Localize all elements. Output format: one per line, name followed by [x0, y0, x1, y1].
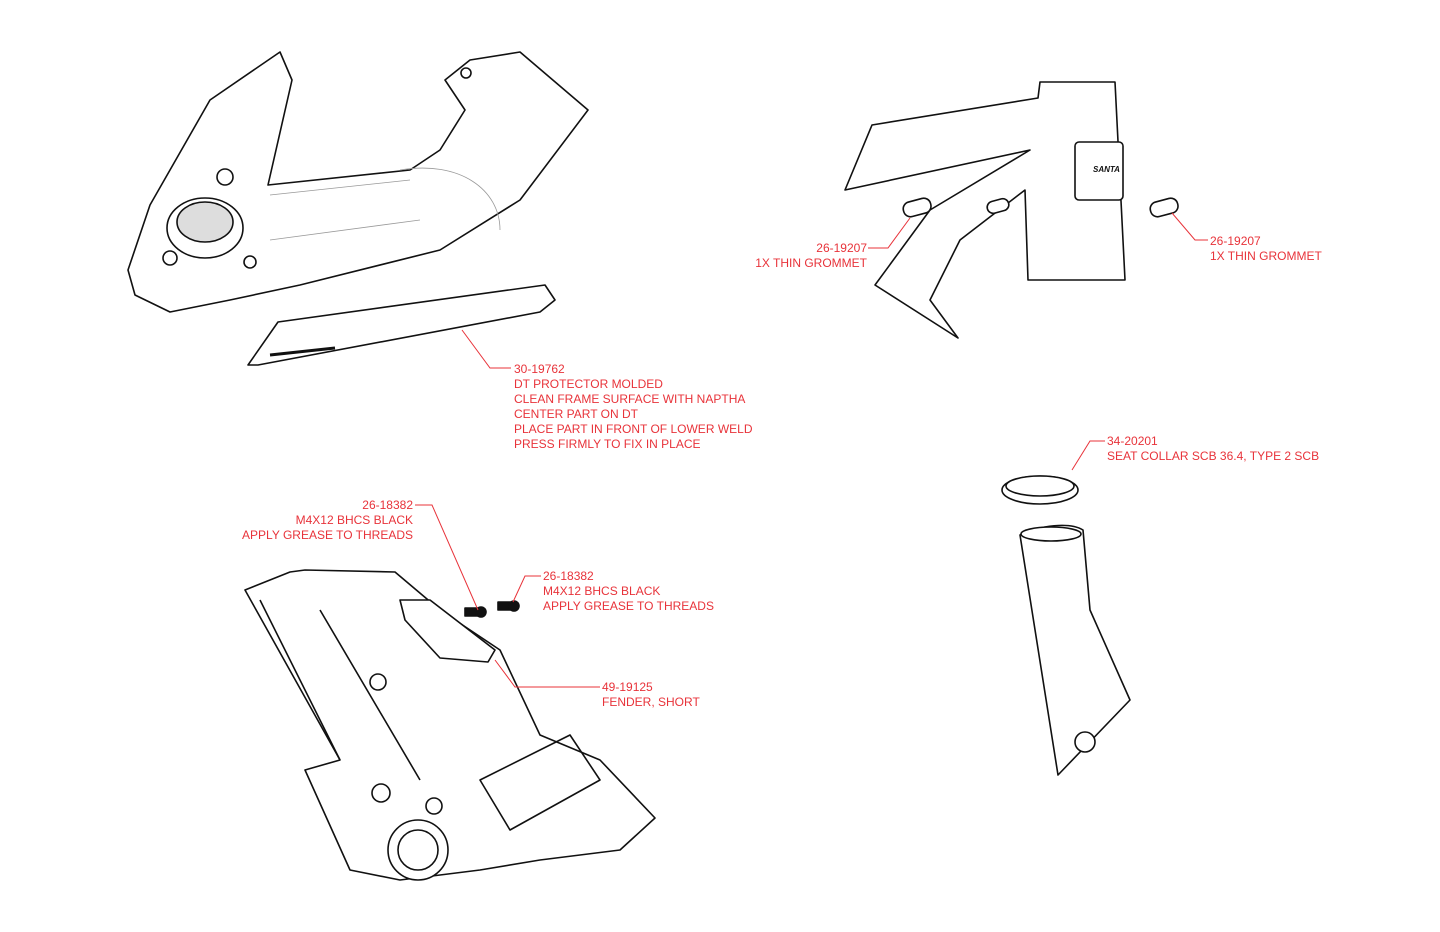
seat-cluster-view: SANTA — [844, 81, 1179, 339]
instruction: APPLY GREASE TO THREADS — [242, 528, 413, 542]
instruction: CENTER PART ON DT — [514, 407, 639, 421]
bolt-icon — [497, 600, 520, 612]
bottom-bracket-view — [244, 569, 656, 881]
part-number: 34-20201 — [1107, 434, 1158, 448]
part-number: 49-19125 — [602, 680, 653, 694]
callout-fender: 49-19125 FENDER, SHORT — [602, 680, 700, 710]
callout-seat-collar: 34-20201 SEAT COLLAR SCB 36.4, TYPE 2 SC… — [1107, 434, 1319, 464]
callout-dt-protector: 30-19762 DT PROTECTOR MOLDED CLEAN FRAME… — [514, 362, 752, 452]
callout-bolt-left: 26-18382 M4X12 BHCS BLACK APPLY GREASE T… — [213, 498, 413, 543]
svg-text:SANTA: SANTA — [1093, 165, 1120, 174]
part-number: 30-19762 — [514, 362, 565, 376]
part-number: 26-18382 — [362, 498, 413, 512]
bolt-icon — [464, 606, 487, 618]
dt-protector-part — [247, 284, 556, 366]
part-description: 1X THIN GROMMET — [755, 256, 867, 270]
seat-collar-view — [1001, 475, 1131, 776]
part-description: DT PROTECTOR MOLDED — [514, 377, 663, 391]
part-description: M4X12 BHCS BLACK — [295, 513, 413, 527]
part-description: 1X THIN GROMMET — [1210, 249, 1322, 263]
leader-lines — [415, 212, 1208, 688]
instruction: APPLY GREASE TO THREADS — [543, 599, 714, 613]
instruction: PLACE PART IN FRONT OF LOWER WELD — [514, 422, 753, 436]
callout-grommet-left: 26-19207 1X THIN GROMMET — [700, 241, 867, 271]
part-number: 26-19207 — [816, 241, 867, 255]
callout-grommet-right: 26-19207 1X THIN GROMMET — [1210, 234, 1322, 264]
part-description: M4X12 BHCS BLACK — [543, 584, 661, 598]
part-description: SEAT COLLAR SCB 36.4, TYPE 2 SCB — [1107, 449, 1320, 463]
instruction: PRESS FIRMLY TO FIX IN PLACE — [514, 437, 701, 451]
instruction: CLEAN FRAME SURFACE WITH NAPTHA — [514, 392, 746, 406]
part-description: FENDER, SHORT — [602, 695, 700, 709]
front-triangle-view — [127, 51, 589, 313]
part-number: 26-19207 — [1210, 234, 1261, 248]
part-number: 26-18382 — [543, 569, 594, 583]
callout-bolt-right: 26-18382 M4X12 BHCS BLACK APPLY GREASE T… — [543, 569, 714, 614]
